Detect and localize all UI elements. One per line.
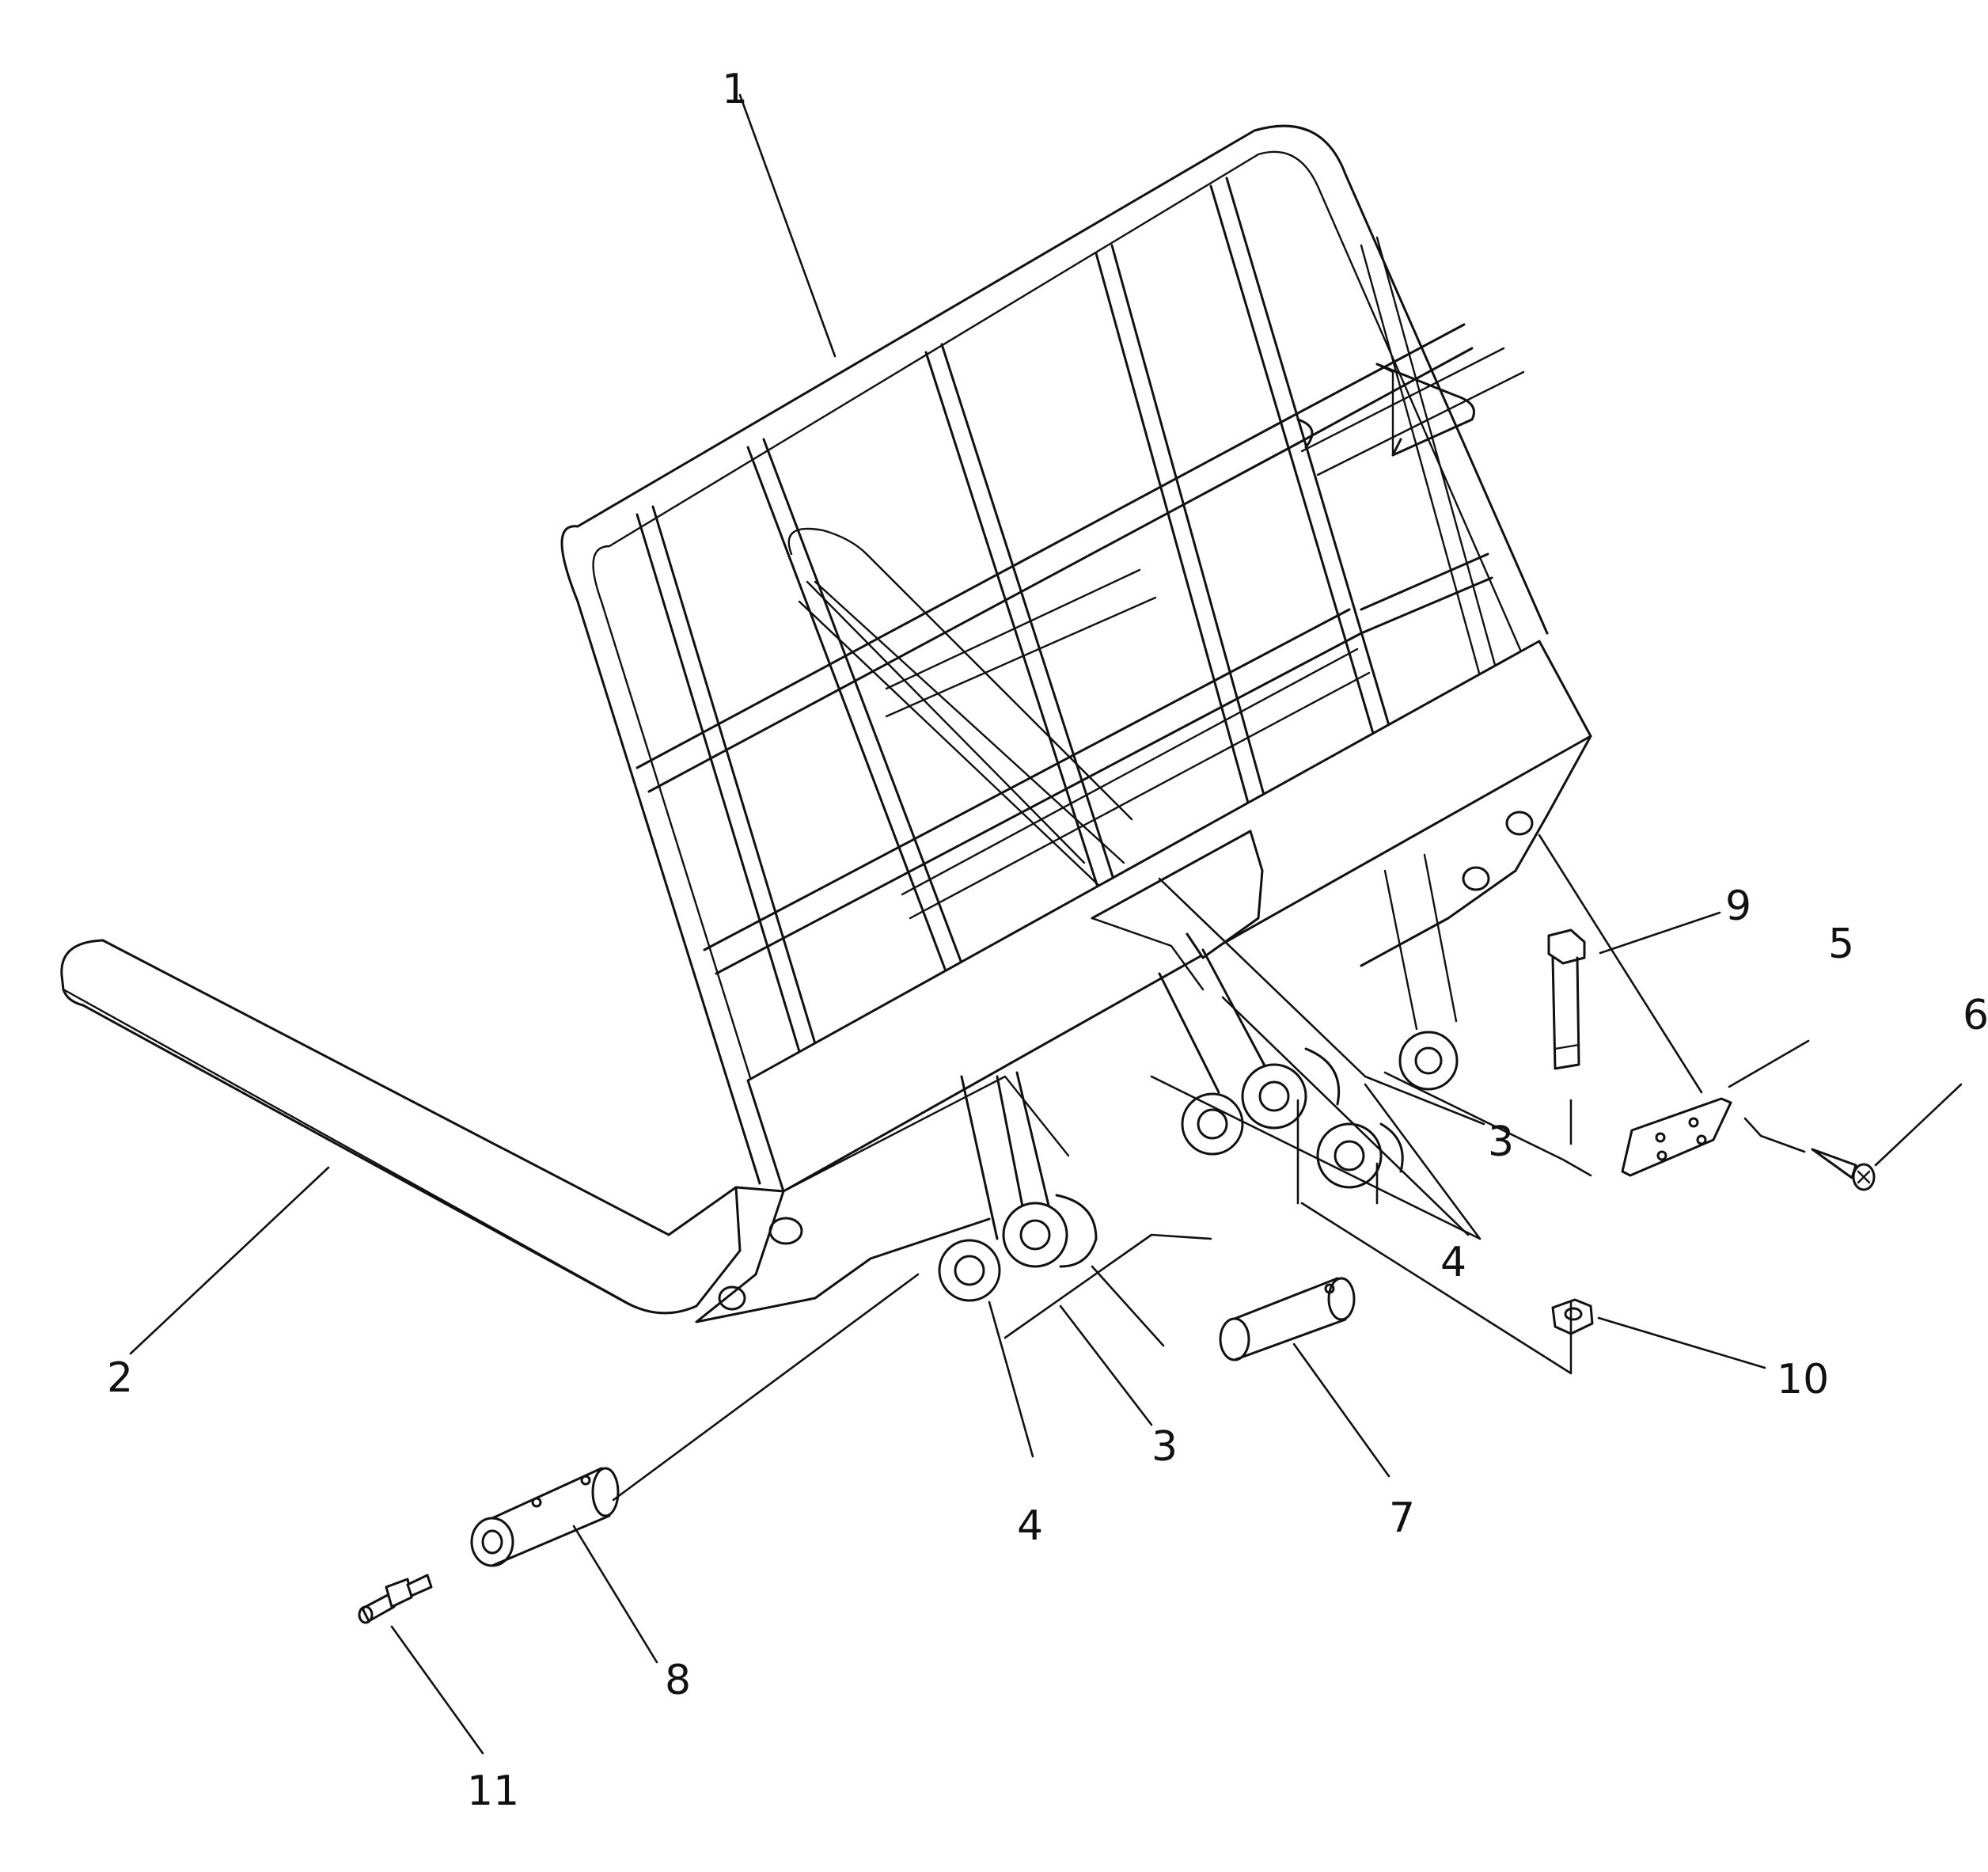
callout-4: 4	[1440, 1239, 1466, 1286]
guard-frame	[560, 124, 1549, 1185]
callout-9: 9	[1725, 883, 1751, 930]
base-channel	[695, 640, 1592, 1323]
callout-3: 3	[1151, 1423, 1178, 1471]
fork-arm	[60, 939, 742, 1315]
plate-5	[1621, 1097, 1732, 1177]
bolt-9	[1547, 928, 1586, 1070]
leader-lines	[129, 93, 1963, 1755]
callout-7: 7	[1389, 1494, 1415, 1542]
callout-4: 4	[1017, 1502, 1043, 1550]
right-link-assembly	[1158, 853, 1459, 1189]
callout-5: 5	[1828, 921, 1854, 968]
callout-10: 10	[1777, 1356, 1829, 1403]
callout-6: 6	[1963, 992, 1988, 1039]
callout-8: 8	[665, 1657, 691, 1704]
nut-10	[1551, 1298, 1594, 1335]
pin-7	[1219, 1277, 1356, 1361]
callout-3: 3	[1488, 1118, 1514, 1166]
pin-8	[470, 1467, 620, 1567]
left-link-assembly	[938, 1071, 1098, 1302]
stud-11	[358, 1574, 433, 1624]
callout-labels: 1 2 3 3 4 4 5 6 7 8 9 10 11	[107, 66, 1988, 1815]
callout-2: 2	[107, 1354, 133, 1402]
callout-1: 1	[722, 66, 748, 113]
callout-11: 11	[467, 1768, 519, 1815]
screw-6	[1811, 1148, 1876, 1191]
